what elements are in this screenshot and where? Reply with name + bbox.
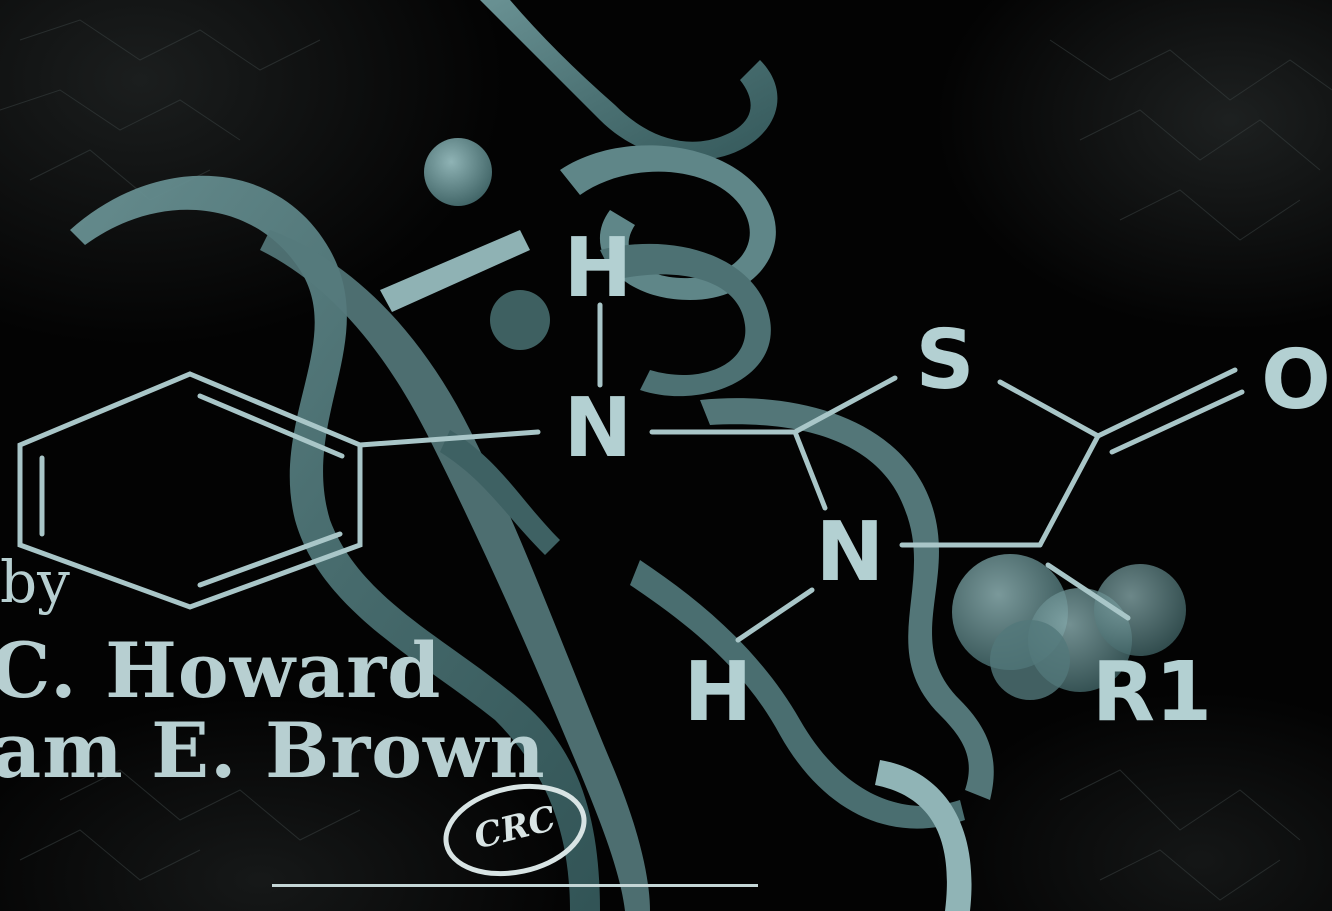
atom-label-s: S <box>915 313 974 408</box>
atom-label-h-bottom: H <box>684 645 753 740</box>
author-name-1: C. Howard <box>0 626 442 715</box>
atom-label-r1: R1 <box>1092 645 1212 740</box>
structure-bonds <box>17 302 1245 643</box>
background-texture <box>0 19 1332 901</box>
atom-label-n-amine: N <box>564 381 633 476</box>
atom-label-o: O <box>1261 333 1331 428</box>
author-name-2: am E. Brown <box>0 706 546 795</box>
byline-prefix: by <box>0 548 70 616</box>
atom-label-n-ring: N <box>816 505 885 600</box>
atom-spheres <box>424 138 1186 700</box>
atom-label-h-top: H <box>564 221 633 316</box>
ribbon-strands <box>70 0 994 911</box>
footer-divider <box>272 884 758 887</box>
publisher-logo: CRC <box>440 782 590 878</box>
